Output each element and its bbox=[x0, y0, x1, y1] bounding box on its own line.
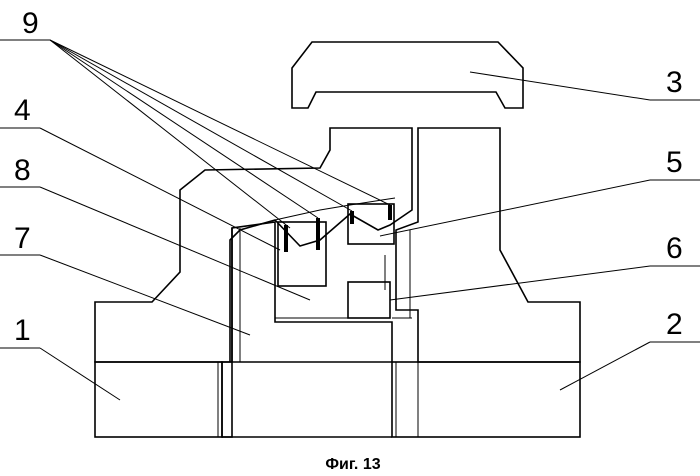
label-3: 3 bbox=[666, 66, 683, 99]
label-2: 2 bbox=[666, 308, 683, 341]
label-1: 1 bbox=[14, 314, 31, 347]
label-8: 8 bbox=[14, 154, 31, 187]
seal-ring-5 bbox=[348, 204, 394, 244]
pipe-2 bbox=[392, 362, 580, 437]
pipe-1 bbox=[95, 362, 222, 437]
bore-lines bbox=[232, 228, 412, 362]
seal-ring-6 bbox=[348, 282, 390, 318]
inner-tube bbox=[222, 362, 392, 437]
label-9: 9 bbox=[22, 7, 39, 40]
label-7: 7 bbox=[14, 222, 31, 255]
right-flange-body bbox=[396, 128, 580, 362]
label-4: 4 bbox=[14, 94, 31, 127]
figure-caption: Фиг. 13 bbox=[325, 456, 380, 473]
label-5: 5 bbox=[666, 146, 683, 179]
left-flange-body bbox=[95, 128, 412, 362]
label-6: 6 bbox=[666, 232, 683, 265]
